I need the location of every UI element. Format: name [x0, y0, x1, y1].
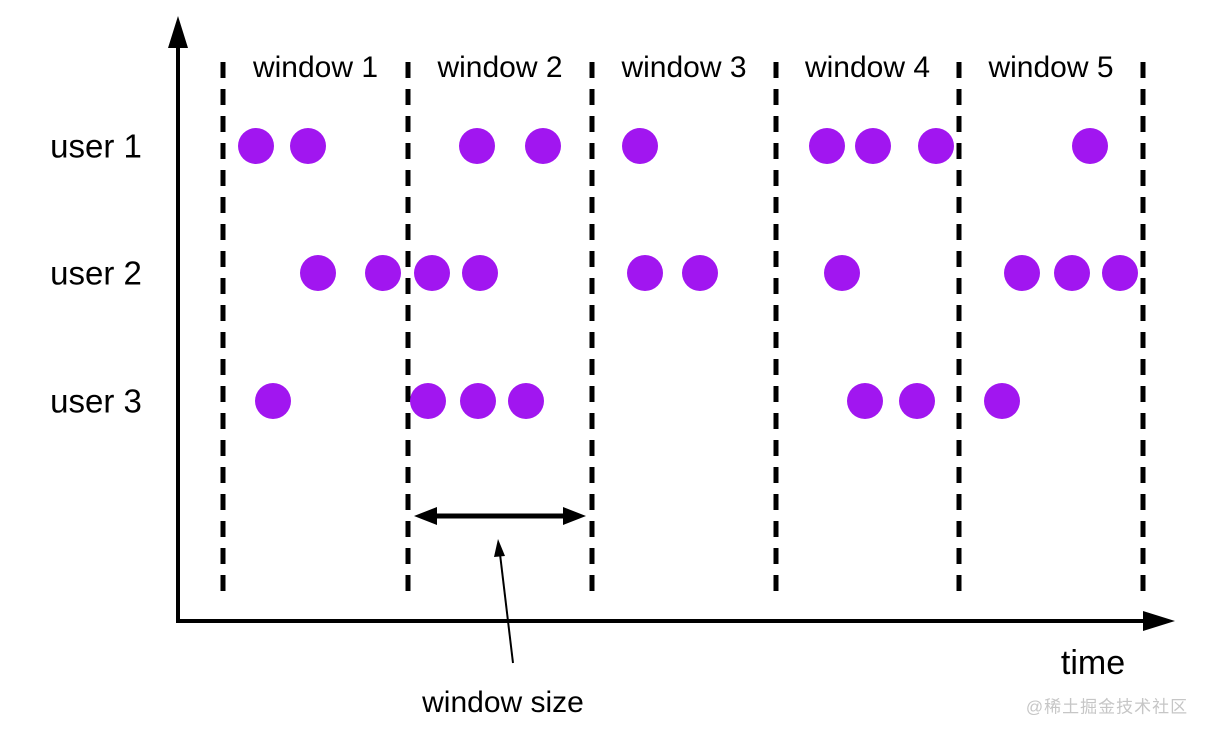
event-dot [1072, 128, 1108, 164]
user-row-label-2: user 2 [50, 254, 142, 292]
event-dot [918, 128, 954, 164]
window-label-1: window 1 [252, 51, 379, 84]
event-dot [824, 255, 860, 291]
event-dot [1054, 255, 1090, 291]
event-dot [525, 128, 561, 164]
watermark-text: @稀土掘金技术社区 [1025, 697, 1189, 717]
window-label-4: window 4 [804, 51, 931, 84]
callout-arrowhead [494, 539, 505, 557]
event-dot [627, 255, 663, 291]
event-dot [460, 383, 496, 419]
event-dot [855, 128, 891, 164]
event-dot [414, 255, 450, 291]
event-dot [300, 255, 336, 291]
event-dot [847, 383, 883, 419]
callout-line [499, 553, 514, 664]
event-dot [255, 383, 291, 419]
event-dot [809, 128, 845, 164]
time-axis-label: time [1060, 644, 1126, 682]
window-label-5: window 5 [988, 51, 1114, 84]
window-size-arrow-left-head [414, 507, 437, 525]
event-dot [1102, 255, 1138, 291]
event-dot [462, 255, 498, 291]
event-dot [984, 383, 1020, 419]
event-dot [410, 383, 446, 419]
window-size-label: window size [422, 686, 584, 719]
window-label-2: window 2 [437, 51, 563, 84]
y-axis-arrowhead [168, 16, 188, 48]
event-dot [1004, 255, 1040, 291]
user-row-label-1: user 1 [50, 127, 142, 165]
event-dot [238, 128, 274, 164]
event-dot [459, 128, 495, 164]
event-dot [899, 383, 935, 419]
user-row-label-3: user 3 [50, 382, 142, 420]
event-dot [508, 383, 544, 419]
event-dot [290, 128, 326, 164]
event-dot [622, 128, 658, 164]
event-dot [365, 255, 401, 291]
event-dot [682, 255, 718, 291]
x-axis-arrowhead [1143, 611, 1175, 631]
window-size-arrow-right-head [563, 507, 586, 525]
window-label-3: window 3 [621, 51, 747, 84]
